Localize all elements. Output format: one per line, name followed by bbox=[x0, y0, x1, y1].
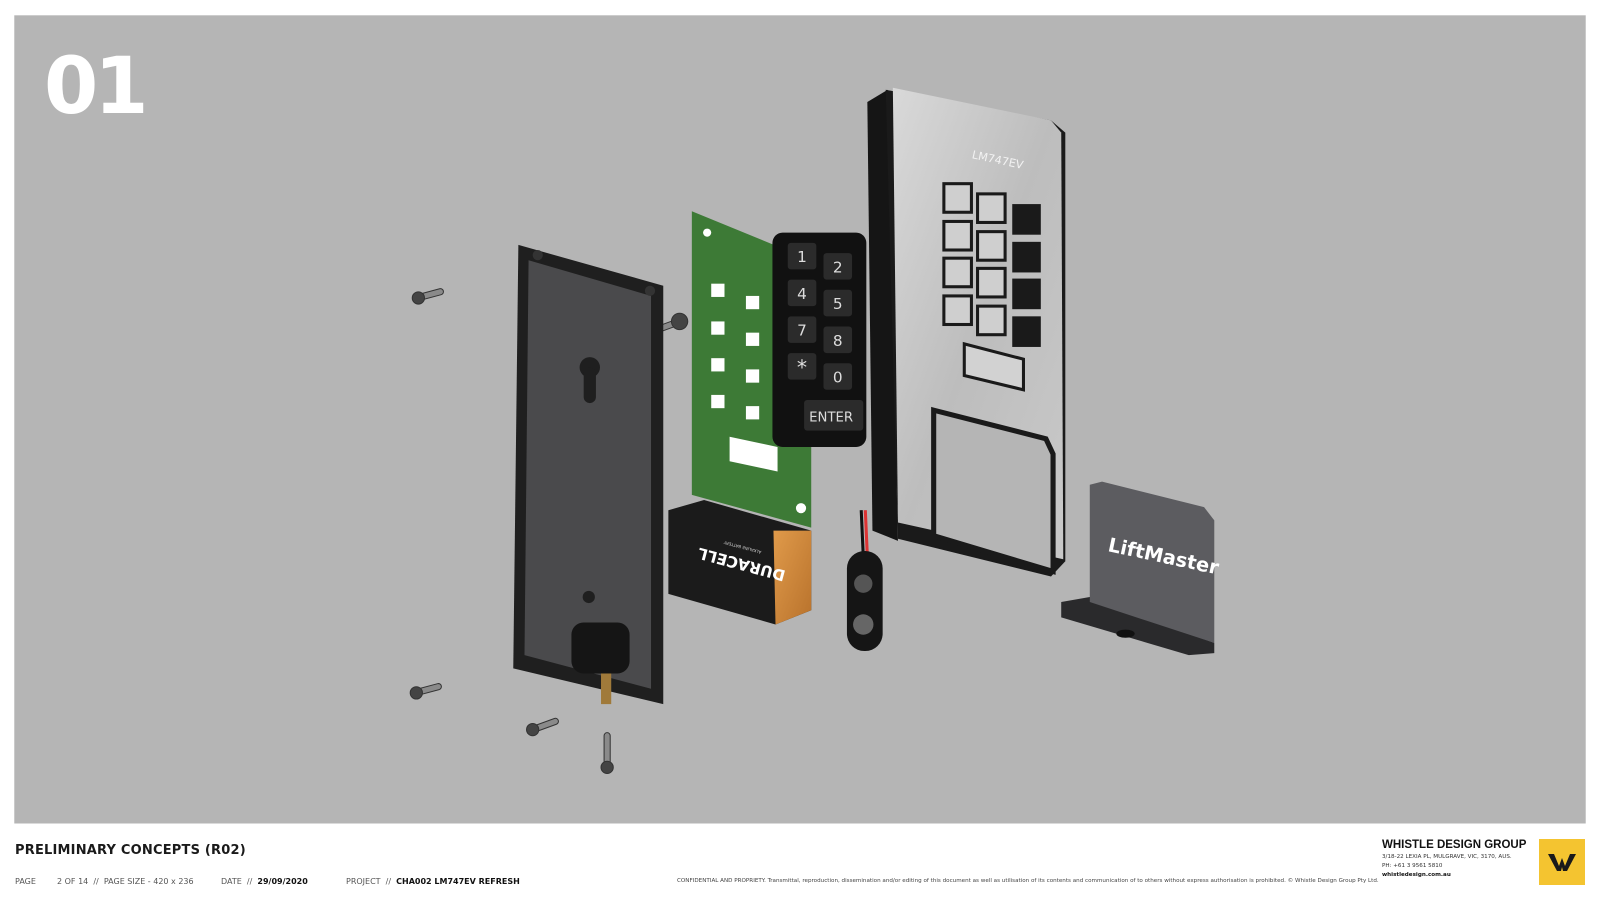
page-value: 2 OF 14 bbox=[57, 877, 89, 886]
company-phone: PH: +61 3 9561 5810 bbox=[1382, 863, 1443, 869]
page-info: 2 OF 14 // PAGE SIZE - 420 x 236 bbox=[57, 877, 194, 886]
slide-title: PRELIMINARY CONCEPTS (R02) bbox=[15, 843, 246, 858]
date-label: DATE bbox=[221, 877, 242, 886]
liftmaster-housing: LiftMaster bbox=[1061, 481, 1221, 656]
project-label: PROJECT bbox=[346, 877, 381, 886]
key-enter: ENTER bbox=[809, 410, 853, 425]
key-7: 7 bbox=[797, 322, 807, 340]
company-website: whistledesign.com.au bbox=[1382, 872, 1451, 878]
date-value: 29/09/2020 bbox=[257, 877, 308, 886]
key-star: * bbox=[797, 355, 807, 379]
key-5: 5 bbox=[833, 295, 843, 313]
key-4: 4 bbox=[797, 285, 807, 303]
company-block: WHISTLE DESIGN GROUP 3/18-22 LEXIA PL, M… bbox=[1382, 839, 1526, 878]
company-name: WHISTLE DESIGN GROUP bbox=[1382, 839, 1527, 851]
company-logo bbox=[1539, 839, 1585, 885]
project-info: PROJECT // CHA002 LM747EV REFRESH bbox=[346, 877, 520, 886]
separator: // bbox=[93, 877, 99, 886]
key-8: 8 bbox=[833, 332, 843, 350]
screw-icon bbox=[411, 288, 444, 305]
screws bbox=[409, 288, 689, 774]
key-1: 1 bbox=[797, 248, 807, 266]
key-0: 0 bbox=[833, 369, 843, 387]
screw-icon bbox=[526, 717, 559, 737]
battery: DURACELL ALKALINE BATTERY bbox=[668, 500, 812, 625]
date-info: DATE // 29/09/2020 bbox=[221, 877, 308, 886]
battery-clip bbox=[846, 510, 883, 652]
faceplate: LM747EV bbox=[867, 87, 1066, 577]
keypad-membrane: 1 2 4 5 7 8 * 0 ENTER bbox=[772, 232, 867, 447]
company-address: 3/18-22 LEXIA PL, MULGRAVE, VIC, 3170, A… bbox=[1382, 854, 1512, 860]
separator: // bbox=[385, 877, 392, 886]
page-label: PAGE bbox=[15, 877, 36, 886]
screw-icon bbox=[600, 732, 614, 774]
project-value: CHA002 LM747EV REFRESH bbox=[396, 877, 520, 886]
separator: // bbox=[246, 877, 253, 886]
key-2: 2 bbox=[833, 258, 843, 276]
slide-number: 01 bbox=[44, 42, 149, 132]
page-size: PAGE SIZE - 420 x 236 bbox=[103, 877, 194, 886]
back-housing bbox=[513, 244, 664, 705]
w-logo-icon bbox=[1548, 854, 1576, 871]
screw-icon bbox=[409, 683, 442, 700]
legal-notice: CONFIDENTIAL AND PROPRIETY. Transmittal,… bbox=[677, 878, 1379, 884]
